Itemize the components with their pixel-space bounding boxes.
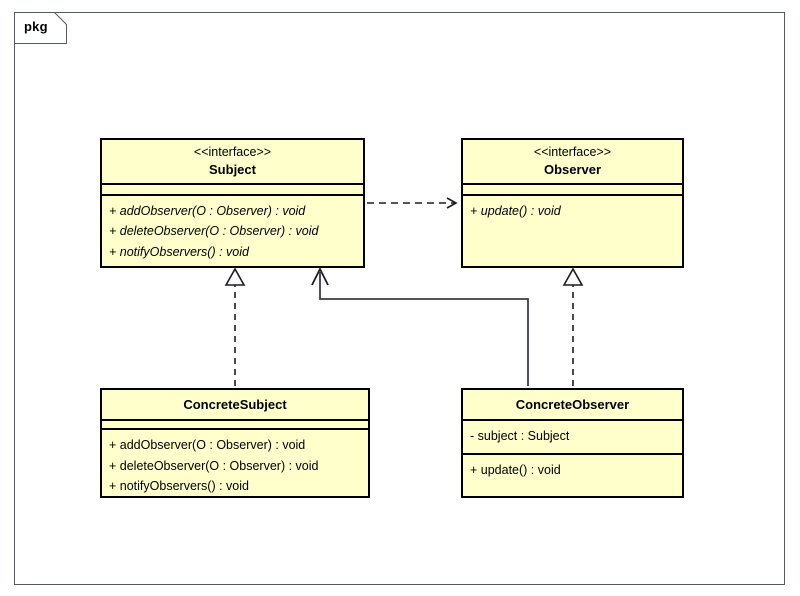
class-operations-observer: + update() : void [463, 193, 682, 228]
class-operation: + addObserver(O : Observer) : void [109, 438, 306, 453]
class-name: ConcreteObserver [515, 397, 630, 412]
class-attribute: - subject : Subject [470, 429, 570, 444]
package-tab [14, 12, 67, 44]
class-name: ConcreteSubject [183, 397, 287, 412]
class-header-subject: <<interface>> Subject [102, 140, 363, 183]
class-operation: + notifyObservers() : void [109, 479, 249, 494]
class-operation: + addObserver(O : Observer) : void [109, 203, 306, 218]
class-box-subject[interactable]: <<interface>> Subject + addObserver(O : … [100, 138, 365, 268]
class-stereotype: <<interface>> [533, 145, 612, 159]
class-operation: + update() : void [470, 203, 561, 218]
class-operations-concreteobserver: + update() : void [463, 452, 682, 487]
class-header-observer: <<interface>> Observer [463, 140, 682, 183]
package-frame [14, 12, 785, 585]
class-attributes-concretesubject [102, 419, 368, 428]
class-attributes-concreteobserver: - subject : Subject [463, 419, 682, 453]
class-stereotype: <<interface>> [193, 145, 272, 159]
class-operations-concretesubject: + addObserver(O : Observer) : void + del… [102, 428, 368, 503]
class-box-observer[interactable]: <<interface>> Observer + update() : void [461, 138, 684, 268]
class-attributes-observer [463, 182, 682, 194]
class-header-concreteobserver: ConcreteObserver [463, 390, 682, 419]
class-operation: + deleteObserver(O : Observer) : void [109, 224, 319, 239]
class-box-concretesubject[interactable]: ConcreteSubject + addObserver(O : Observ… [100, 388, 370, 498]
class-header-concretesubject: ConcreteSubject [102, 390, 368, 419]
class-operation: + notifyObservers() : void [109, 244, 249, 259]
class-operations-subject: + addObserver(O : Observer) : void + del… [102, 193, 363, 269]
class-name: Observer [543, 161, 602, 177]
package-label: pkg [24, 19, 48, 34]
class-operation: + update() : void [470, 462, 561, 477]
class-box-concreteobserver[interactable]: ConcreteObserver - subject : Subject + u… [461, 388, 684, 498]
class-operation: + deleteObserver(O : Observer) : void [109, 458, 319, 473]
class-attributes-subject [102, 182, 363, 194]
class-name: Subject [209, 161, 256, 177]
